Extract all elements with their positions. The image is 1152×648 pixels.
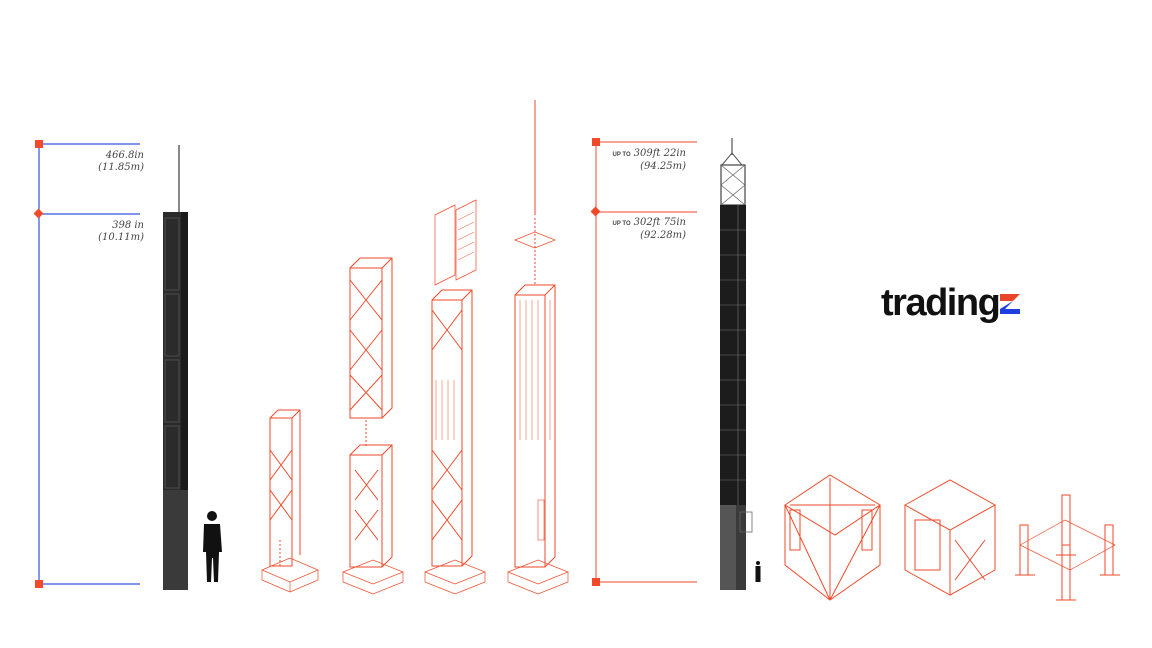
dimension-marker-square <box>592 578 600 586</box>
detail-frame-mid-section <box>903 479 997 596</box>
height-metric: (92.28m) <box>640 230 686 241</box>
dimension-marker-square <box>592 138 600 146</box>
height-metric: (11.85m) <box>98 162 144 173</box>
tall-lattice-tower <box>720 138 753 590</box>
red-tower-module-2 <box>342 257 404 595</box>
dimension-marker-square <box>35 140 43 148</box>
right-dimension-line <box>595 141 697 583</box>
left-top-height-label: 466.8in (11.85m) <box>60 150 144 174</box>
dark-tower <box>163 145 188 590</box>
dimension-marker-diamond <box>33 208 44 219</box>
height-value: 466.8in <box>105 150 144 161</box>
left-dimension-line <box>38 143 140 585</box>
height-value: 398 in <box>112 220 144 231</box>
logo-text: tradin <box>881 282 979 324</box>
person-silhouette <box>203 511 222 582</box>
tradingz-logo: trading <box>881 282 1021 325</box>
height-prefix: UP TO <box>612 152 631 158</box>
red-tower-module-4 <box>507 100 569 595</box>
height-metric: (10.11m) <box>98 232 144 243</box>
logo-letter-g: g <box>977 282 1001 324</box>
left-mid-height-label: 398 in (10.11m) <box>60 220 144 244</box>
height-prefix: UP TO <box>612 221 631 227</box>
dimension-marker-square <box>35 580 43 588</box>
height-value: 309ft 22in <box>633 148 686 159</box>
height-value: 302ft 75in <box>633 217 686 228</box>
detail-frame-top-section <box>784 474 881 601</box>
red-tower-module-1 <box>261 409 319 593</box>
red-tower-module-3 <box>424 199 486 595</box>
logo-z-mark <box>999 282 1021 325</box>
detail-frame-base-section <box>1015 494 1120 601</box>
person-silhouette-small <box>755 561 761 582</box>
height-metric: (94.25m) <box>640 161 686 172</box>
dimension-marker-diamond <box>590 206 601 217</box>
